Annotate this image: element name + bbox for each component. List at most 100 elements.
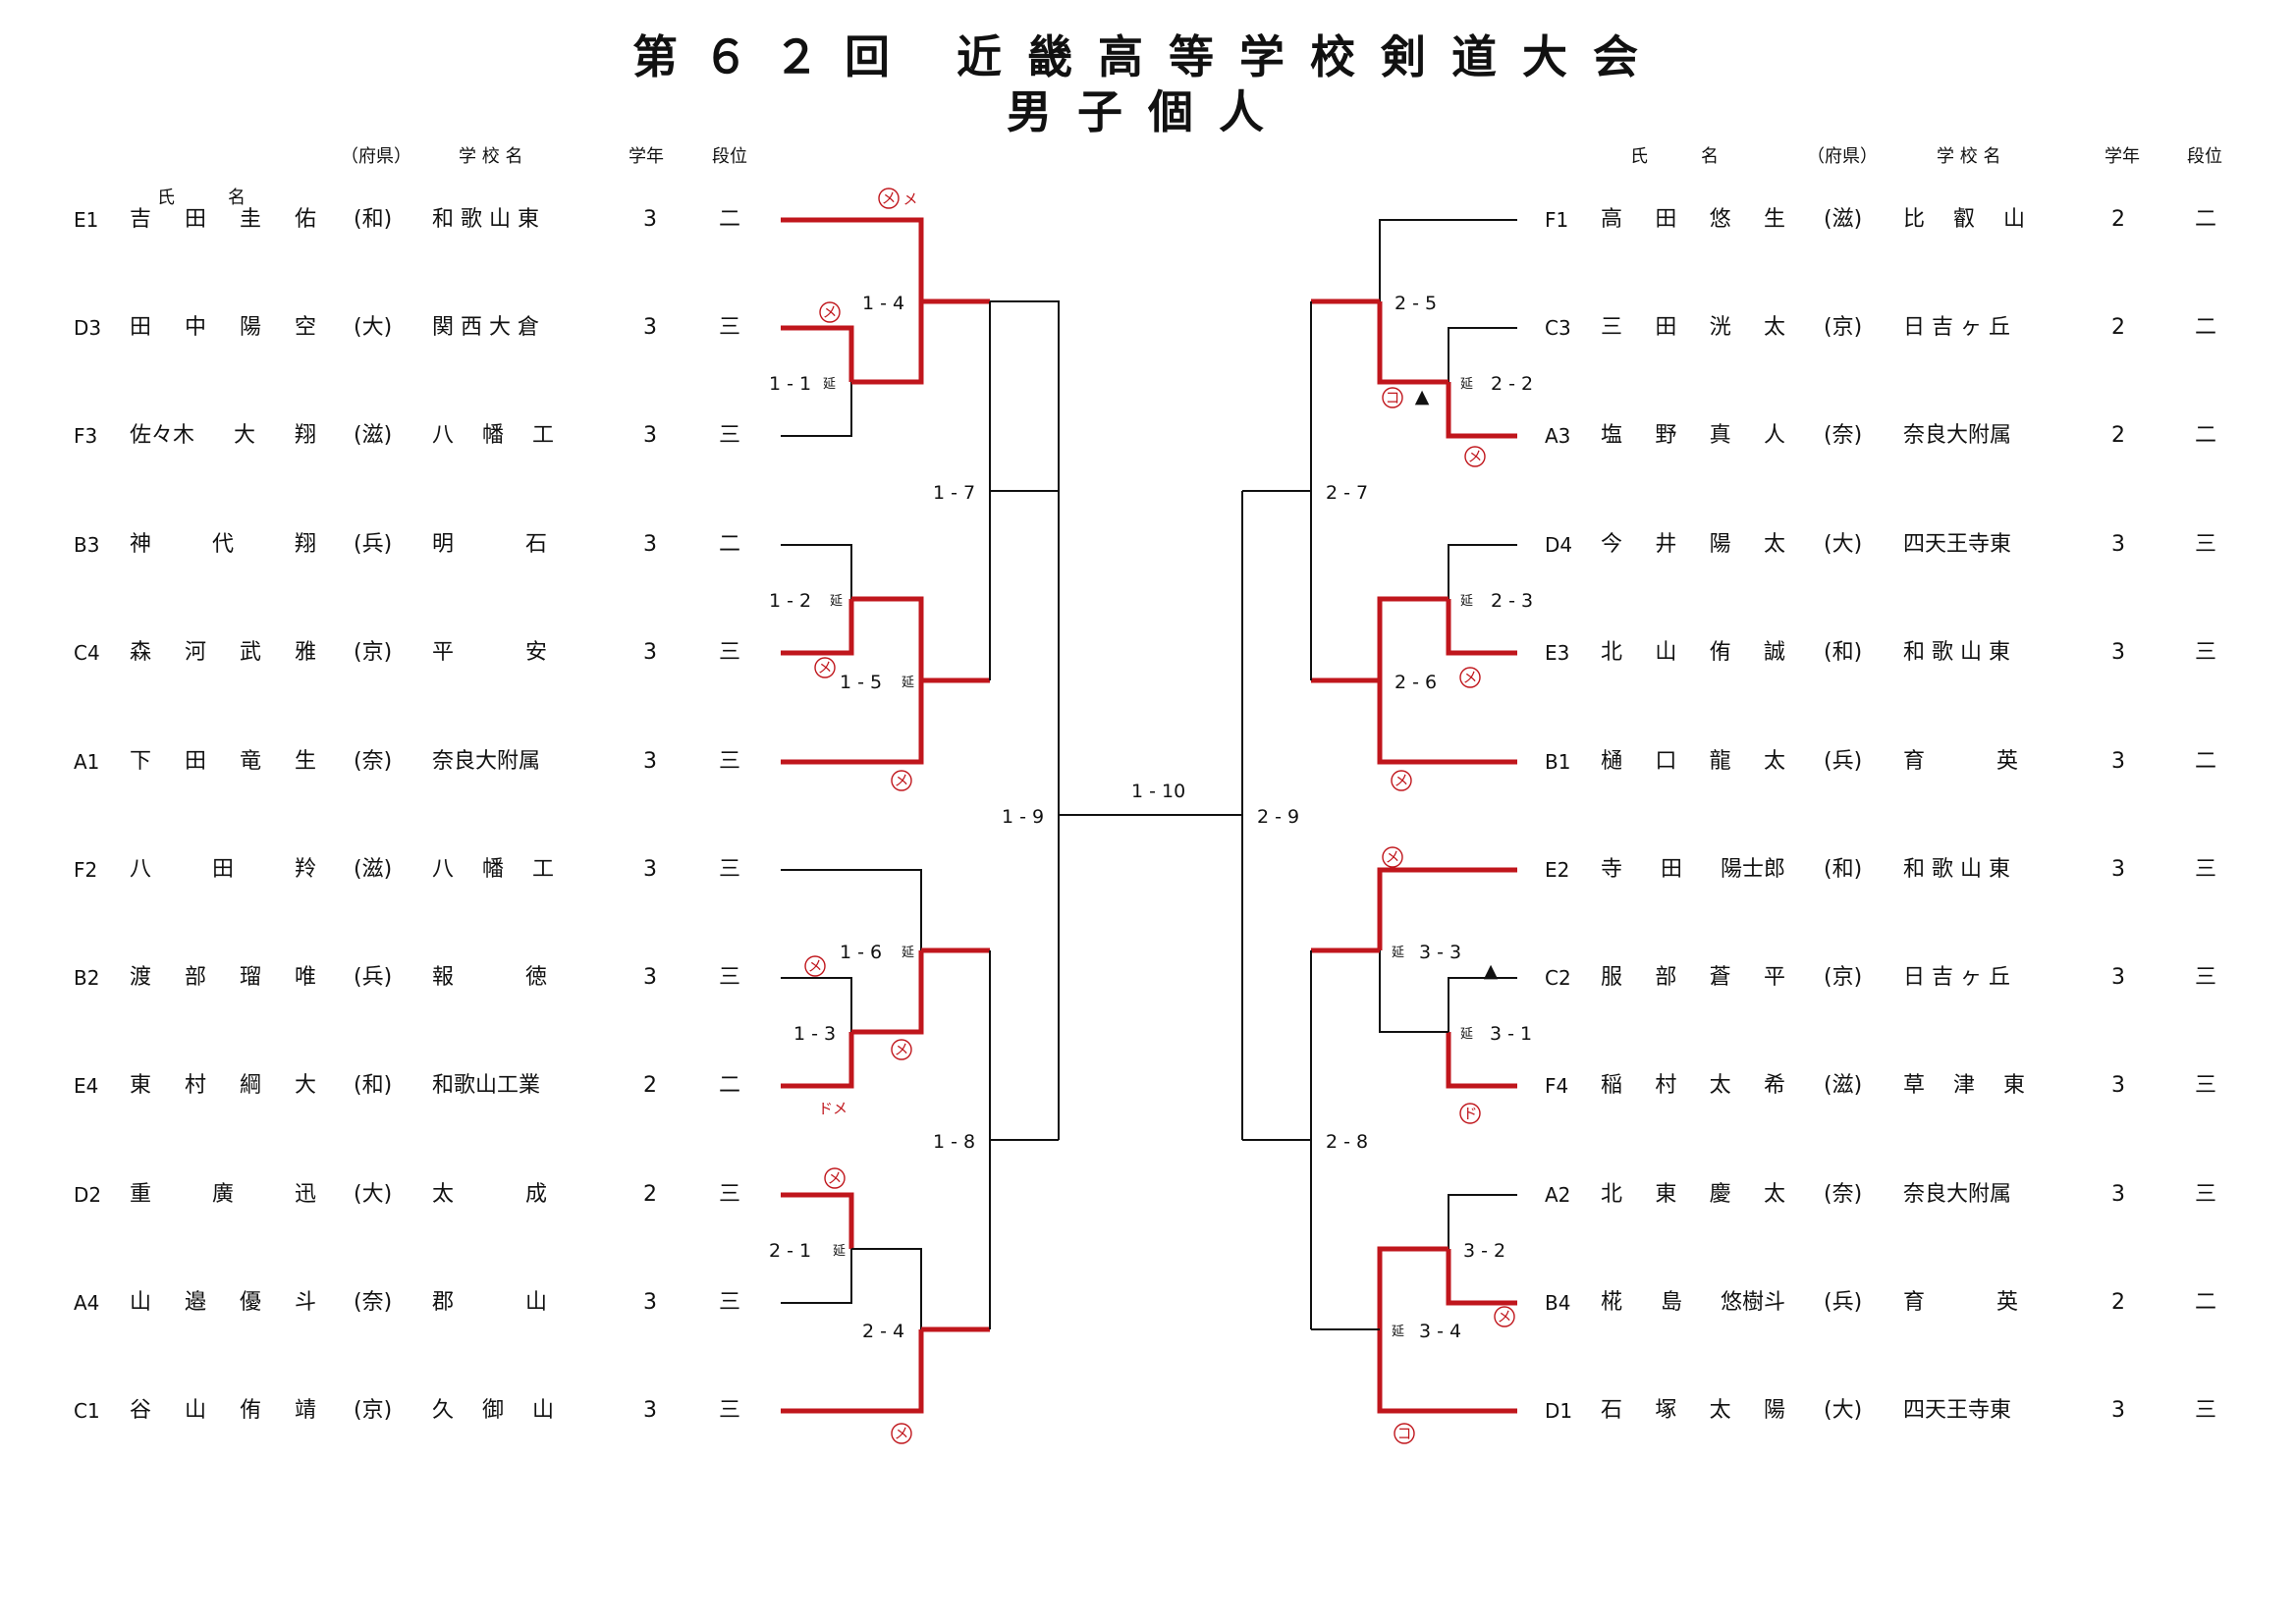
page-title: 第６２回 近畿高等学校剣道大会: [631, 30, 1664, 83]
player-name: 八田羚: [130, 855, 316, 885]
player-school: 日 吉 ヶ 丘: [1903, 965, 2010, 990]
player-rank: 三: [719, 423, 741, 448]
extension-mark: 延: [823, 377, 836, 392]
player-school: 太 成: [432, 1182, 547, 1207]
name-part: 塩: [1601, 423, 1623, 448]
player-name: 石塚太陽: [1601, 1396, 1785, 1426]
name-part: 人: [1763, 423, 1785, 448]
name-part: 真: [1709, 423, 1731, 448]
name-part: 平: [1763, 965, 1785, 990]
header-school-right: 学 校 名: [1937, 146, 2001, 167]
winner-path: [1446, 1249, 1517, 1306]
name-part: 代: [211, 532, 234, 557]
player-school: 八 幡 工: [432, 857, 554, 882]
player-name: 山邉優斗: [130, 1288, 316, 1318]
player-school: 郡 山: [432, 1290, 547, 1315]
name-part: 吉: [130, 207, 152, 232]
hansoku-mark: ▲: [1484, 960, 1499, 982]
winner-path: [1446, 599, 1517, 656]
player-grade: 3: [643, 640, 657, 665]
player-seed: B4: [1545, 1291, 1571, 1315]
point-mark: メ: [1385, 848, 1399, 866]
player-grade: 3: [643, 1398, 657, 1423]
player-grade: 3: [2111, 1398, 2125, 1423]
bracket-line: [781, 869, 922, 950]
header-name-left: 氏 名: [157, 188, 246, 208]
match-number: 2 - 1: [769, 1240, 811, 1262]
player-grade: 2: [2111, 315, 2125, 340]
player-seed: A1: [74, 750, 100, 774]
player-school: 明 石: [432, 532, 547, 557]
name-part: 田: [184, 207, 206, 232]
bracket-line: [781, 382, 852, 437]
player-name: 田中陽空: [130, 313, 316, 343]
player-grade: 3: [643, 423, 657, 448]
point-mark: メ: [881, 189, 896, 207]
player-seed: E3: [1545, 641, 1570, 665]
match-number: 1 - 1: [769, 373, 811, 395]
player-rank: 三: [719, 749, 741, 774]
player-rank: 三: [719, 1290, 741, 1315]
player-grade: 3: [643, 749, 657, 774]
match-number: 2 - 3: [1491, 590, 1533, 612]
player-seed: D4: [1545, 533, 1573, 557]
player-pref: (滋): [1824, 207, 1863, 232]
point-mark: メ: [1497, 1308, 1511, 1325]
player-grade: 3: [643, 207, 657, 232]
player-rank: 二: [719, 532, 741, 557]
name-part: 椛: [1601, 1290, 1623, 1315]
point-mark: メ: [902, 190, 917, 208]
point-mark-circle: [824, 1167, 846, 1189]
player-name: 三田洸太: [1601, 313, 1785, 343]
name-part: 田: [130, 315, 152, 340]
name-part: 太: [1763, 532, 1785, 557]
player-rank: 三: [719, 1182, 741, 1207]
name-part: 下: [130, 749, 152, 774]
name-part: 陽士郎: [1720, 857, 1785, 882]
winner-path: [851, 950, 924, 1035]
player-name: 東村綱大: [130, 1071, 316, 1101]
player-pref: (滋): [354, 423, 393, 448]
player-pref: (京): [1824, 315, 1863, 340]
name-part: 石: [1601, 1398, 1623, 1423]
player-pref: (京): [1824, 965, 1863, 990]
hansoku-mark: ▲: [1415, 386, 1430, 407]
player-name: 稲村太希: [1601, 1071, 1785, 1101]
player-pref: (和): [354, 1073, 393, 1098]
player-rank: 二: [2195, 423, 2217, 448]
name-part: 島: [1660, 1290, 1682, 1315]
bracket-line: [1448, 327, 1517, 382]
player-school: 和歌山工業: [432, 1073, 541, 1098]
name-part: 寺: [1601, 857, 1623, 882]
extension-mark: 延: [1460, 377, 1473, 392]
name-part: 村: [184, 1073, 206, 1098]
player-school: 草 津 東: [1903, 1073, 2025, 1098]
player-pref: (大): [1824, 532, 1863, 557]
point-mark: メ: [807, 957, 822, 975]
match-number: 2 - 9: [1257, 806, 1299, 828]
name-part: 優: [239, 1290, 261, 1315]
player-school: 育 英: [1903, 1290, 2018, 1315]
winner-path: [781, 1032, 854, 1089]
winner-path: [781, 217, 924, 301]
player-grade: 2: [2111, 423, 2125, 448]
bracket-line: [1379, 950, 1449, 1033]
player-name: 服部蒼平: [1601, 963, 1785, 993]
winner-path: [1377, 301, 1449, 385]
match-number: 1 - 10: [1131, 781, 1185, 802]
extension-mark: 延: [1460, 1027, 1473, 1042]
player-rank: 三: [2195, 640, 2217, 665]
player-grade: 3: [2111, 749, 2125, 774]
winner-path: [851, 596, 924, 680]
point-mark: メ: [1394, 772, 1408, 789]
player-seed: C3: [1545, 316, 1571, 340]
name-part: 太: [1763, 749, 1785, 774]
point-mark-circle: [891, 770, 912, 791]
name-part: 唯: [294, 965, 316, 990]
player-name: 樋口龍太: [1601, 747, 1785, 777]
point-mark-circle: [804, 955, 826, 977]
name-part: 慶: [1709, 1182, 1731, 1207]
player-grade: 2: [2111, 1290, 2125, 1315]
name-part: 翔: [294, 423, 316, 448]
